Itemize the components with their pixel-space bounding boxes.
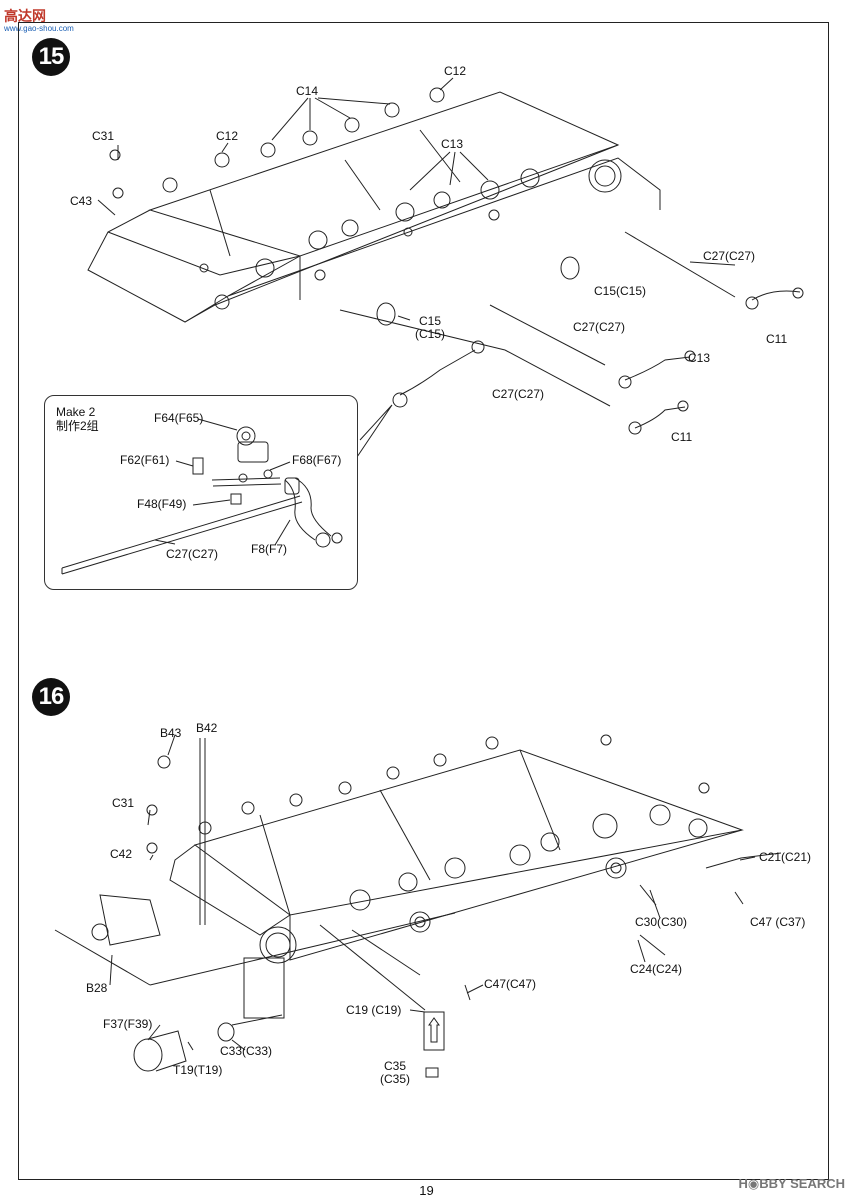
part-label-f62: F62(F61) [120, 453, 170, 467]
step16-number-badge: 16 [32, 678, 70, 716]
part-label-c47-right: C47 (C37) [750, 915, 806, 929]
part-label-f8: F8(F7) [251, 542, 287, 556]
part-label-c19: C19 (C19) [346, 1003, 402, 1017]
part-label-c14: C14 [296, 84, 319, 98]
part-label-c11-low: C11 [671, 430, 693, 444]
part-label-c12-top: C12 [444, 64, 467, 78]
part-label-c42: C42 [110, 847, 133, 861]
part-label-f37: F37(F39) [103, 1017, 153, 1031]
part-label-c11-right: C11 [766, 332, 788, 346]
part-label-c27-box: C27(C27) [166, 547, 219, 561]
part-label-f68: F68(F67) [292, 453, 342, 467]
part-label-f48: F48(F49) [137, 497, 187, 511]
part-label-c27-low: C27(C27) [492, 387, 545, 401]
part-label-c24: C24(C24) [630, 962, 683, 976]
part-label-c27-right: C27(C27) [703, 249, 756, 263]
part-label-c12-left: C12 [216, 129, 239, 143]
page-frame [18, 22, 829, 1180]
part-label-f64: F64(F65) [154, 411, 204, 425]
part-label-c13-mid: C13 [688, 351, 711, 365]
part-label-c35: C35(C35) [379, 1059, 410, 1086]
part-label-c33: C33(C33) [220, 1044, 273, 1058]
part-label-b28: B28 [86, 981, 108, 995]
step15-number-badge: 15 [32, 38, 70, 76]
part-label-b43: B43 [160, 726, 182, 740]
part-label-c30: C30(C30) [635, 915, 688, 929]
part-label-c43: C43 [70, 194, 93, 208]
watermark: H◉BBY SEARCH [738, 1176, 845, 1191]
part-label-c15-mid: C15(C15) [414, 314, 445, 341]
part-label-c31: C31 [112, 796, 135, 810]
part-label-b42: B42 [196, 721, 218, 735]
part-label-c21: C21(C21) [759, 850, 812, 864]
page-number: 19 [419, 1183, 434, 1198]
part-label-c13-top: C13 [441, 137, 464, 151]
part-label-c31: C31 [92, 129, 115, 143]
site-logo: 高达网 www.gao-shou.com [4, 8, 74, 33]
part-label-t19: T19(T19) [173, 1063, 223, 1077]
part-label-c27-mid: C27(C27) [573, 320, 626, 334]
part-label-c47-mid: C47(C47) [484, 977, 537, 991]
part-label-c15-right: C15(C15) [594, 284, 647, 298]
